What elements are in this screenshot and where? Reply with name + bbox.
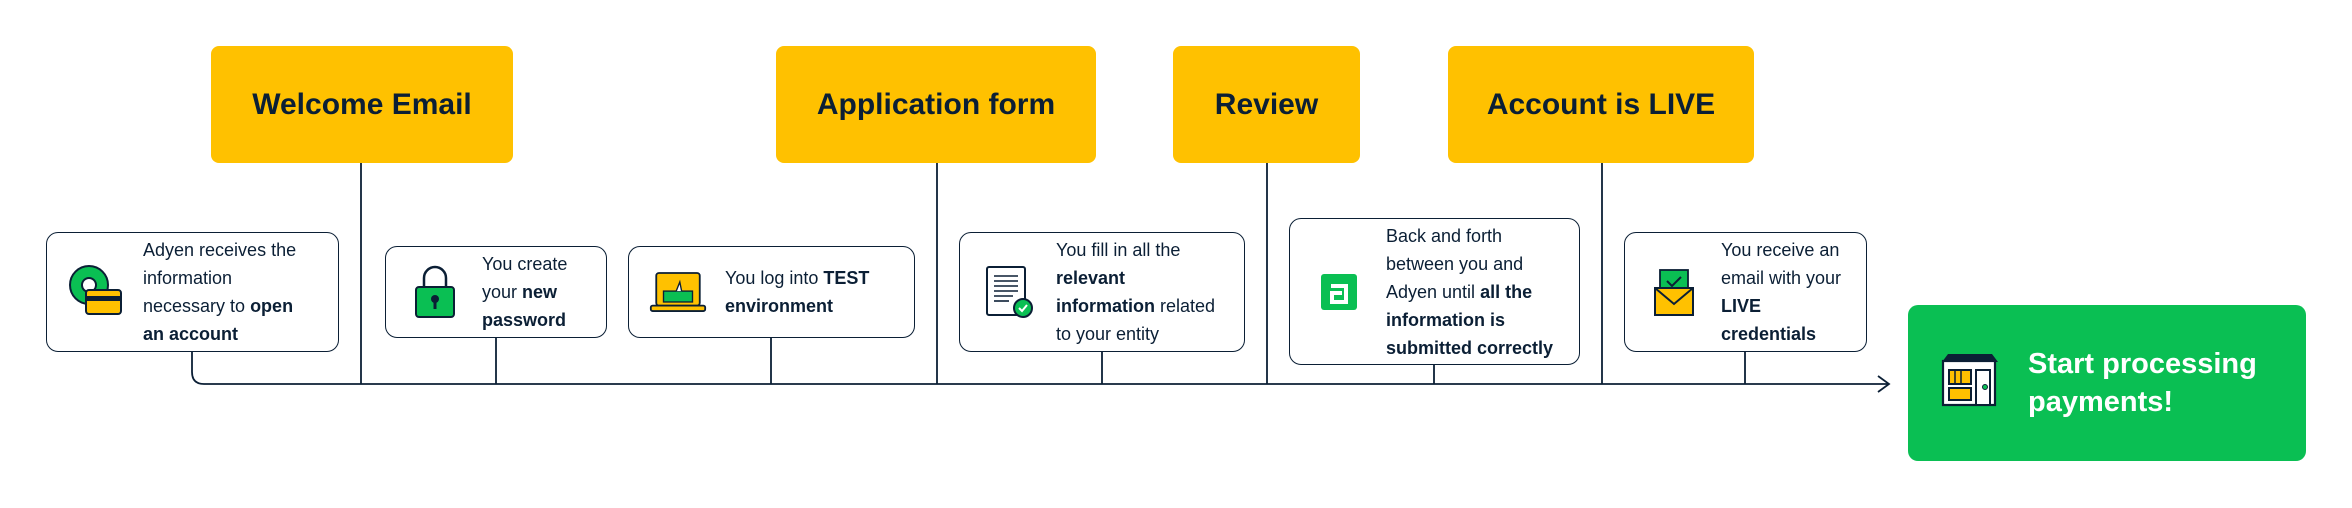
step-text: You log into TEST environment <box>725 268 870 316</box>
storefront-icon <box>1938 352 2002 415</box>
phase-account-live: Account is LIVE <box>1448 46 1754 163</box>
adyen-logo-icon <box>1310 263 1368 321</box>
laptop-icon <box>649 263 707 321</box>
step-card-relevant-information: You fill in all the relevant information… <box>959 232 1245 352</box>
phase-label: Welcome Email <box>252 87 472 121</box>
step-card-password: You create your new password <box>385 246 607 338</box>
step-card-review-loop: Back and forth between you and Adyen unt… <box>1289 218 1580 365</box>
final-outcome-text: Start processing payments! <box>2028 345 2257 421</box>
step-card-open-account: Adyen receives the information necessary… <box>46 232 339 352</box>
final-line-1: Start processing <box>2028 348 2257 380</box>
card-coin-icon <box>67 263 125 321</box>
step-card-live-credentials: You receive an email with your LIVE cred… <box>1624 232 1867 352</box>
phase-label: Application form <box>816 87 1056 121</box>
phase-application-form: Application form <box>776 46 1096 163</box>
step-text: You receive an email with your LIVE cred… <box>1721 240 1842 344</box>
step-card-test-environment: You log into TEST environment <box>628 246 915 338</box>
step-text: Adyen receives the information necessary… <box>143 240 297 344</box>
final-outcome-panel: Start processing payments! <box>1908 305 2306 461</box>
step-text: You create your new password <box>482 254 568 330</box>
phase-label: Account is LIVE <box>1486 87 1716 121</box>
padlock-icon <box>406 263 464 321</box>
phase-label: Review <box>1214 87 1319 121</box>
phase-review: Review <box>1173 46 1360 163</box>
step-text: You fill in all the relevant information… <box>1056 240 1216 344</box>
phase-welcome-email: Welcome Email <box>211 46 513 163</box>
document-check-icon <box>980 263 1038 321</box>
step-text: Back and forth between you and Adyen unt… <box>1386 225 1554 358</box>
envelope-icon <box>1645 263 1703 321</box>
final-line-2: payments! <box>2028 386 2174 418</box>
